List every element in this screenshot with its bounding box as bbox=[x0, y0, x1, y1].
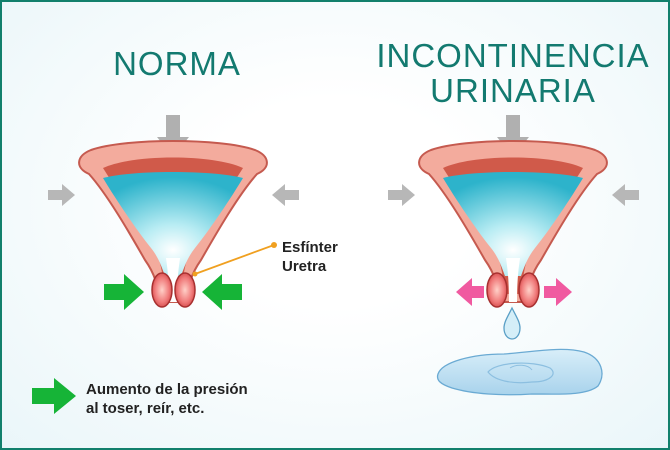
bladder-normal bbox=[78, 140, 268, 303]
title-incontinencia-line1: INCONTINENCIA bbox=[376, 37, 650, 74]
pink-arrow-right bbox=[544, 278, 572, 306]
pressure-arrow-side-left-b bbox=[272, 184, 299, 206]
legend-line1: Aumento de la presión bbox=[86, 381, 248, 398]
urine-puddle bbox=[436, 348, 603, 396]
label-sphincter: Esfínter bbox=[282, 239, 338, 256]
puddle-ripple-inner bbox=[509, 364, 533, 371]
sphincter-right-open bbox=[518, 272, 540, 308]
norma-diagram bbox=[48, 115, 299, 310]
puddle-ripple bbox=[487, 362, 554, 384]
title-incontinencia: INCONTINENCIA URINARIA bbox=[362, 38, 664, 108]
pressure-arrow-side-right-b bbox=[612, 184, 639, 206]
green-arrow-right bbox=[104, 274, 144, 310]
title-norma: NORMA bbox=[113, 45, 241, 82]
leader-dot-sphincter bbox=[271, 242, 277, 248]
pressure-arrow-side-right-a bbox=[388, 184, 415, 206]
green-arrow-left bbox=[202, 274, 242, 310]
label-urethra: Uretra bbox=[282, 258, 327, 275]
sphincter-right-closed bbox=[174, 272, 196, 308]
pressure-arrow-side-left-a bbox=[48, 184, 75, 206]
leader-end-dot bbox=[192, 271, 198, 277]
leader-line-sphincter bbox=[194, 244, 275, 275]
incontinencia-diagram bbox=[388, 115, 639, 396]
bladder-incontinent bbox=[418, 140, 608, 303]
legend-green-arrow bbox=[32, 378, 76, 414]
title-incontinencia-line2: URINARIA bbox=[430, 72, 596, 109]
sphincter-left-open bbox=[486, 272, 508, 308]
urine-droplet bbox=[503, 306, 521, 340]
pink-arrow-left bbox=[456, 278, 484, 306]
legend-line2: al toser, reír, etc. bbox=[86, 400, 205, 417]
sphincter-left-closed bbox=[151, 272, 173, 308]
